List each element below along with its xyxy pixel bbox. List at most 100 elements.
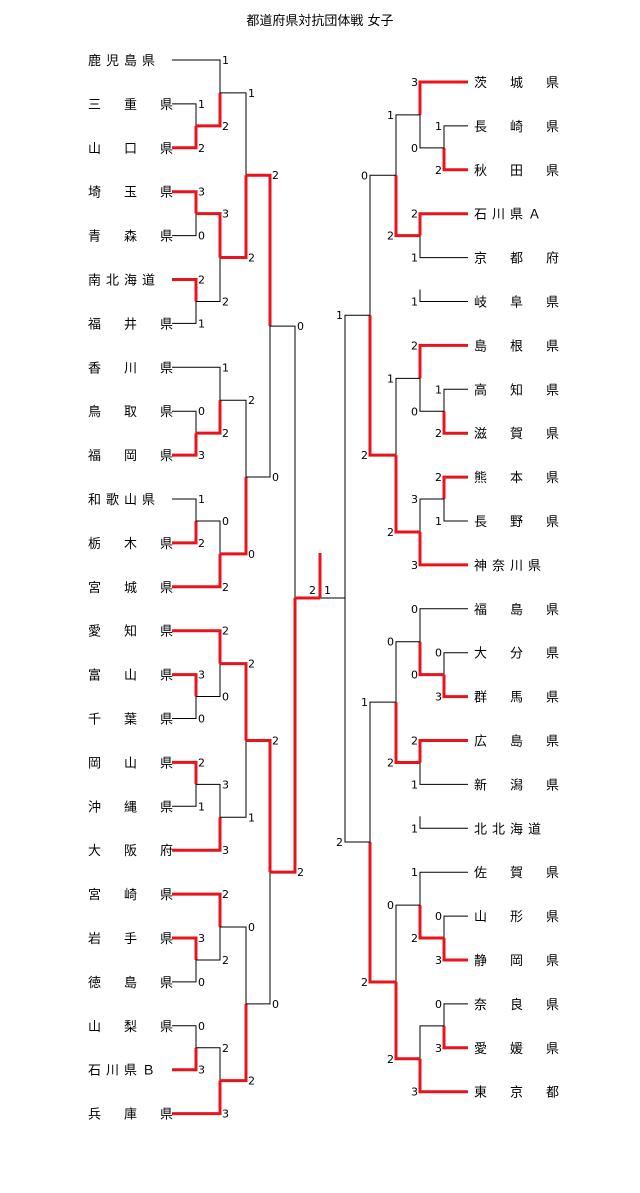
team-name: 北北海道	[474, 822, 546, 837]
bracket-line	[246, 326, 271, 478]
bracket-line	[220, 740, 247, 818]
score-label: 2	[387, 526, 394, 539]
bracket-line	[395, 114, 420, 176]
bracket-line	[395, 641, 420, 703]
bracket-line	[418, 531, 468, 567]
score-label: 0	[435, 647, 442, 660]
score-label: 2	[435, 164, 442, 177]
score-label: 3	[411, 1086, 418, 1099]
team-name: 東 京 都	[474, 1085, 564, 1101]
score-label: 1	[411, 296, 418, 309]
bracket-line	[395, 377, 420, 456]
bracket-line	[172, 1025, 197, 1048]
score-label: 2	[222, 120, 229, 133]
bracket-line	[394, 175, 420, 238]
bracket-line	[443, 915, 468, 939]
team-name: 静 岡 県	[474, 954, 564, 969]
team-name: 新 潟 県	[474, 777, 564, 793]
score-label: 1	[222, 361, 229, 374]
team-name: 岐 阜 県	[474, 295, 564, 311]
bracket-line	[419, 289, 468, 302]
bracket-line	[220, 662, 248, 741]
score-label: 3	[411, 76, 418, 89]
score-label: 0	[222, 691, 229, 704]
team-name: 京 都 府	[474, 252, 564, 267]
team-name: 岩 手 県	[88, 932, 178, 947]
bracket-line	[196, 1047, 221, 1081]
bracket-line	[172, 410, 197, 434]
score-label: 0	[435, 998, 442, 1011]
score-label: 3	[198, 669, 205, 682]
bracket-line	[344, 314, 370, 598]
score-label: 0	[411, 405, 418, 418]
score-label: 0	[248, 548, 255, 561]
score-label: 1	[387, 109, 394, 122]
team-name: 香 川 県	[88, 361, 178, 376]
score-label: 2	[387, 1053, 394, 1066]
bracket-line	[172, 213, 197, 237]
score-label: 0	[198, 405, 205, 418]
team-name: 千 葉 県	[88, 713, 178, 728]
score-label: 2	[297, 866, 304, 879]
team-name: 奈 良 県	[474, 997, 564, 1013]
final-score-label: 2	[309, 584, 316, 597]
team-name: 三 重 県	[88, 97, 178, 113]
score-label: 2	[198, 756, 205, 769]
bracket-line	[419, 378, 444, 412]
score-label: 2	[222, 888, 229, 901]
team-name: 栃 木 県	[88, 537, 178, 552]
bracket-line	[419, 1025, 444, 1059]
score-label: 1	[198, 800, 205, 813]
score-label: 1	[435, 515, 442, 528]
team-name: 和歌山県	[88, 493, 160, 508]
score-label: 1	[411, 778, 418, 791]
bracket-line	[172, 892, 222, 928]
score-label: 2	[222, 954, 229, 967]
bracket-line	[172, 1080, 222, 1116]
bracket-line	[443, 1003, 468, 1026]
bracket-line	[418, 212, 468, 236]
bracket-line	[172, 125, 198, 150]
bracket-line	[196, 927, 221, 961]
team-name: 大 阪 府	[88, 844, 178, 859]
bracket-line	[220, 477, 248, 556]
page-title: 都道府県対抗団体戦 女子	[246, 14, 394, 29]
team-name: 愛 知 県	[88, 624, 178, 640]
team-name: 埼 玉 県	[88, 186, 178, 201]
bracket-line	[443, 125, 468, 148]
score-label: 2	[222, 295, 229, 308]
bracket-line	[172, 817, 222, 852]
final-score-label: 1	[324, 584, 331, 597]
bracket-line	[172, 629, 222, 664]
bracket-line	[418, 739, 468, 763]
score-label: 2	[222, 427, 229, 440]
team-name: 茨 城 県	[474, 76, 564, 91]
team-name: 南北海道	[88, 273, 160, 289]
score-label: 0	[387, 899, 394, 912]
bracket-line	[196, 520, 221, 554]
score-label: 2	[361, 449, 368, 462]
score-label: 2	[248, 1075, 255, 1088]
team-name: 福 島 県	[474, 603, 564, 618]
team-name: 島 根 県	[474, 339, 564, 354]
bracket-line	[418, 641, 444, 677]
score-label: 2	[336, 836, 343, 849]
team-name: 福 岡 県	[88, 449, 178, 464]
score-label: 2	[248, 394, 255, 407]
bracket-line	[443, 499, 468, 522]
score-label: 2	[248, 658, 255, 671]
bracket-line	[196, 783, 221, 818]
team-name: 宮 崎 県	[88, 887, 178, 903]
score-label: 3	[222, 1108, 229, 1121]
score-label: 1	[248, 811, 255, 824]
team-name: 高 知 県	[474, 382, 564, 398]
score-label: 0	[361, 169, 368, 182]
score-label: 0	[297, 320, 304, 333]
score-label: 2	[272, 734, 279, 747]
score-label: 1	[198, 317, 205, 330]
score-label: 1	[411, 252, 418, 265]
score-label: 2	[222, 1042, 229, 1055]
bracket-line	[394, 702, 420, 764]
score-label: 3	[435, 691, 442, 704]
